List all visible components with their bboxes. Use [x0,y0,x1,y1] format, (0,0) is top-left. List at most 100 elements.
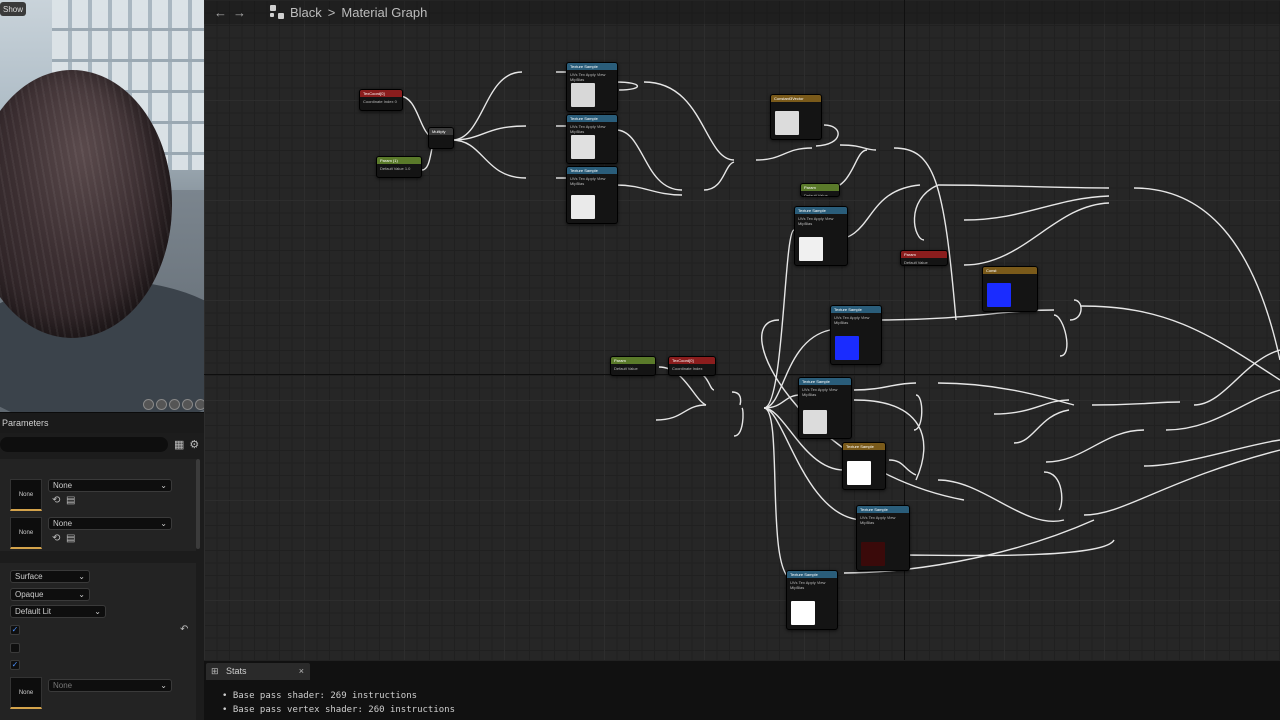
graph-origin-axis-horizontal [204,374,1280,375]
node-title: Texture Sample [799,378,851,385]
details-search-input[interactable] [0,437,168,452]
tab-stats[interactable]: ⊞ Stats × [206,663,310,680]
texture-select[interactable]: None ⌄ [48,517,172,530]
details-scrollbar[interactable] [196,459,200,549]
stats-line: • Base pass vertex shader: 260 instructi… [222,705,455,715]
graph-node[interactable]: Multiply [428,127,454,149]
stats-line: • Base pass shader: 269 instructions [222,691,418,701]
shading-model-select[interactable]: Default Lit⌄ [10,605,106,618]
reset-icon[interactable]: ⟲ [52,533,61,544]
setting-checkbox[interactable]: ✓ [10,660,20,670]
cylinder-icon[interactable] [143,399,154,410]
chevron-down-icon: ⌄ [94,607,101,616]
material-graph-canvas[interactable]: ← → Black > Material Graph TexCoord[0]Co… [204,0,1280,660]
texture-thumbnail[interactable]: None [10,677,42,709]
texture-thumbnail[interactable]: None [10,517,42,549]
browse-folder-icon[interactable]: ▤ [66,495,76,506]
plane-icon[interactable] [169,399,180,410]
preview-mesh-tools[interactable] [143,399,204,410]
cube-icon[interactable] [182,399,193,410]
material-domain-select[interactable]: Surface⌄ [10,570,90,583]
texture-select-value: None [53,519,73,528]
node-title: TexCoord[0] [669,357,715,364]
stats-panel: ⊞ Stats × • Base pass shader: 269 instru… [204,660,1280,720]
graph-origin-axis-vertical [904,0,905,660]
teapot-icon[interactable] [195,399,204,410]
graph-node[interactable]: Constant3Vector [770,94,822,140]
chevron-down-icon: ⌄ [160,519,167,528]
node-body: UVs Tex Apply View MipBias [798,216,834,226]
details-panel: Parameters ▦ ⚙ None None⌄ ⟲ ▤ None None⌄… [0,412,204,720]
tab-stats-label: Stats [226,666,247,676]
node-preview-swatch [803,410,827,434]
chevron-down-icon: ⌄ [78,590,85,599]
node-body: Default Value [904,260,928,265]
preview-sphere [0,70,172,338]
blend-mode-select[interactable]: Opaque⌄ [10,588,90,601]
node-body: UVs Tex Apply View MipBias [570,176,606,186]
node-body: UVs Tex Apply View MipBias [802,387,838,397]
material-domain-value: Surface [15,572,43,581]
node-preview-swatch [571,83,595,107]
show-button[interactable]: Show [0,2,26,16]
texture-select-value: None [53,681,73,690]
node-title: Constant3Vector [771,95,821,102]
node-title: Param [611,357,655,364]
node-title: Texture Sample [567,167,617,174]
node-preview-swatch [791,601,815,625]
back-arrow-icon[interactable]: ← [214,4,227,20]
graph-node[interactable]: Param (1) Default Value 1.0 [376,156,422,178]
gear-icon[interactable]: ⚙ [189,439,200,451]
grid-view-icon[interactable]: ▦ [174,439,185,451]
node-title: Texture Sample [795,207,847,214]
texture-select[interactable]: None⌄ [48,479,172,492]
node-body: UVs Tex Apply View MipBias [570,72,606,82]
graph-node[interactable]: TexCoord[0]Coordinate Index [668,356,716,376]
node-title: Param [901,251,947,258]
graph-node[interactable]: Const [982,266,1038,312]
node-title: Multiply [429,128,453,135]
node-preview-swatch [571,135,595,159]
browse-folder-icon[interactable]: ▤ [66,533,76,544]
node-title: Param [801,184,839,191]
forward-arrow-icon[interactable]: → [233,4,246,20]
node-body: Coordinate Index 0 [363,99,397,104]
material-preview-viewport[interactable]: Show [0,0,204,412]
graph-icon [270,5,284,19]
node-body: UVs Tex Apply View MipBias [570,124,606,134]
sphere-icon[interactable] [156,399,167,410]
graph-node[interactable]: TexCoord[0]Coordinate Index 0 [359,89,403,111]
node-title: Texture Sample [857,506,909,513]
node-body: Default Value 1.0 [380,166,411,171]
node-preview-swatch [861,542,885,566]
texture-thumbnail[interactable]: None [10,479,42,511]
chevron-down-icon: ⌄ [160,481,167,490]
node-title: Texture Sample [843,443,885,450]
details-toolbar: ▦ ⚙ [174,438,199,451]
reset-icon[interactable]: ⟲ [52,495,61,506]
node-preview-swatch [775,111,799,135]
breadcrumb-asset[interactable]: Black [290,4,322,20]
reset-to-default-icon[interactable]: ↶ [180,624,189,635]
setting-checkbox[interactable]: ✓ [10,625,20,635]
node-body: UVs Tex Apply View MipBias [860,515,896,525]
node-body: UVs Tex Apply View MipBias [790,580,826,590]
graph-node[interactable]: Texture Sample [842,442,886,490]
texture-select[interactable]: None⌄ [48,679,172,692]
node-preview-swatch [799,237,823,261]
node-title: Texture Sample [567,115,617,122]
setting-checkbox[interactable] [10,643,20,653]
node-title: Param (1) [377,157,421,164]
close-icon[interactable]: × [298,666,304,676]
